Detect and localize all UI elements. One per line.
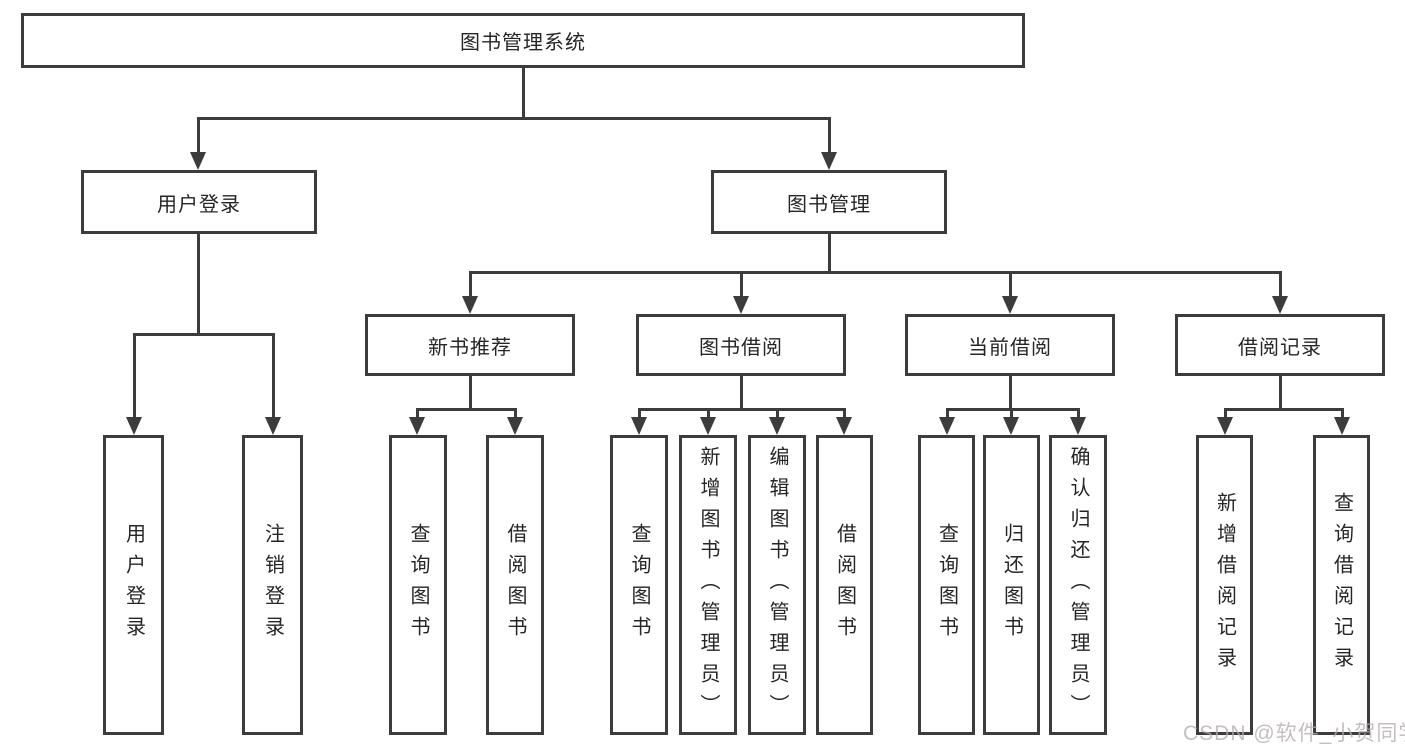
leaf-confirm-return-admin: 确认归还（管理员） xyxy=(1049,435,1107,735)
connector-vline xyxy=(740,376,743,410)
connector-vline xyxy=(197,234,200,335)
arrow-down-icon xyxy=(1334,417,1350,435)
connector-vline xyxy=(1224,408,1227,418)
connector-vline xyxy=(828,234,831,272)
leaf-label: 归还图书 xyxy=(1000,523,1023,647)
connector-vline xyxy=(740,271,743,297)
arrow-down-icon xyxy=(265,417,281,435)
leaf-add-borrow-record: 新增借阅记录 xyxy=(1196,435,1253,735)
connector-vline xyxy=(1009,271,1012,297)
node-new-book-recommend: 新书推荐 xyxy=(365,314,575,376)
connector-vline xyxy=(843,408,846,418)
leaf-label: 查询图书 xyxy=(935,523,958,647)
connector-hline xyxy=(469,271,1282,274)
leaf-query-book-borrow: 查询图书 xyxy=(610,435,668,735)
leaf-borrow-book: 借阅图书 xyxy=(816,435,873,735)
connector-vline xyxy=(1077,408,1080,418)
connector-hline xyxy=(197,117,831,120)
arrow-down-icon xyxy=(507,417,523,435)
arrow-down-icon xyxy=(631,417,647,435)
connector-vline xyxy=(1009,376,1012,410)
connector-vline xyxy=(946,408,949,418)
connector-hline xyxy=(638,408,846,411)
leaf-label: 编辑图书（管理员） xyxy=(766,445,788,725)
connector-hline xyxy=(133,333,275,336)
connector-vline xyxy=(638,408,641,418)
connector-vline xyxy=(133,333,136,418)
connector-vline xyxy=(469,271,472,297)
connector-vline xyxy=(1279,376,1282,410)
leaf-logout-login: 注销登录 xyxy=(242,435,303,735)
node-borrow-records: 借阅记录 xyxy=(1175,314,1385,376)
arrow-down-icon xyxy=(1272,296,1288,314)
connector-vline xyxy=(197,117,200,153)
leaf-label: 借阅图书 xyxy=(504,523,526,647)
connector-vline xyxy=(707,408,710,418)
node-book-borrow: 图书借阅 xyxy=(636,314,846,376)
node-book-management: 图书管理 xyxy=(711,170,947,234)
arrow-down-icon xyxy=(939,417,955,435)
connector-vline xyxy=(776,408,779,418)
arrow-down-icon xyxy=(190,152,206,170)
node-current-borrow: 当前借阅 xyxy=(905,314,1115,376)
connector-vline xyxy=(1341,408,1344,418)
arrow-down-icon xyxy=(1003,417,1019,435)
leaf-user-login: 用户登录 xyxy=(103,435,164,735)
arrow-down-icon xyxy=(836,417,852,435)
arrow-down-icon xyxy=(1217,417,1233,435)
node-user-login: 用户登录 xyxy=(81,170,317,234)
leaf-borrow-book-recommend: 借阅图书 xyxy=(486,435,544,735)
connector-vline xyxy=(514,408,517,418)
leaf-add-book-admin: 新增图书（管理员） xyxy=(679,435,737,735)
leaf-label: 借阅图书 xyxy=(833,523,856,647)
connector-hline xyxy=(416,408,517,411)
leaf-label: 新增图书（管理员） xyxy=(697,445,719,725)
leaf-query-book-recommend: 查询图书 xyxy=(389,435,447,735)
leaf-label: 注销登录 xyxy=(261,523,284,647)
arrow-down-icon xyxy=(769,417,785,435)
leaf-label: 查询图书 xyxy=(407,523,429,647)
connector-vline xyxy=(416,408,419,418)
arrow-down-icon xyxy=(733,296,749,314)
leaf-return-book: 归还图书 xyxy=(983,435,1040,735)
node-root: 图书管理系统 xyxy=(21,13,1025,68)
arrow-down-icon xyxy=(126,417,142,435)
connector-vline xyxy=(1010,408,1013,418)
leaf-label: 查询借阅记录 xyxy=(1330,492,1353,678)
arrow-down-icon xyxy=(409,417,425,435)
leaf-label: 用户登录 xyxy=(122,523,145,647)
connector-vline xyxy=(469,376,472,410)
connector-vline xyxy=(272,333,275,418)
csdn-watermark: CSDN @软件_小贺同学 xyxy=(1183,722,1405,745)
arrow-down-icon xyxy=(821,152,837,170)
arrow-down-icon xyxy=(462,296,478,314)
leaf-label: 新增借阅记录 xyxy=(1213,492,1236,678)
connector-hline xyxy=(1224,408,1343,411)
connector-vline xyxy=(828,117,831,153)
connector-vline xyxy=(1279,271,1282,297)
arrow-down-icon xyxy=(1070,417,1086,435)
leaf-label: 确认归还（管理员） xyxy=(1067,445,1089,725)
leaf-query-borrow-record: 查询借阅记录 xyxy=(1313,435,1370,735)
arrow-down-icon xyxy=(700,417,716,435)
arrow-down-icon xyxy=(1002,296,1018,314)
leaf-label: 查询图书 xyxy=(628,523,650,647)
leaf-edit-book-admin: 编辑图书（管理员） xyxy=(748,435,806,735)
connector-vline xyxy=(522,68,525,118)
leaf-query-book-current: 查询图书 xyxy=(918,435,975,735)
